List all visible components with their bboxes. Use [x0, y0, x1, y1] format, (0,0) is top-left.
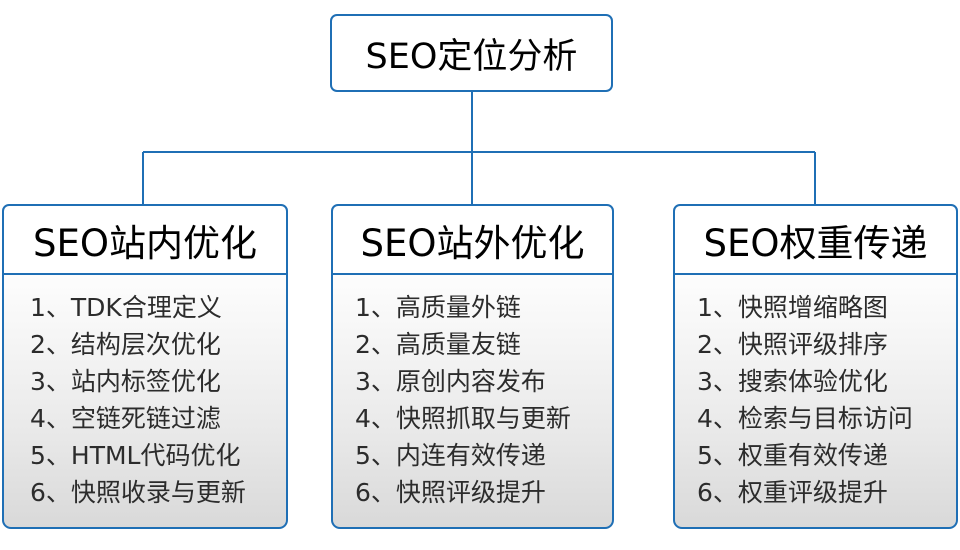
- branch-column-1: SEO站内优化 1、TDK合理定义 2、结构层次优化 3、站内标签优化 4、空链…: [2, 204, 288, 529]
- branch-1-item-list: 1、TDK合理定义 2、结构层次优化 3、站内标签优化 4、空链死链过滤 5、H…: [4, 289, 286, 511]
- list-item[interactable]: 6、快照收录与更新: [30, 478, 246, 507]
- branch-header-1-label: SEO站内优化: [33, 221, 257, 265]
- branch-header-1[interactable]: SEO站内优化: [2, 204, 288, 275]
- list-item[interactable]: 5、权重有效传递: [697, 441, 888, 470]
- branch-column-3: SEO权重传递 1、快照增缩略图 2、快照评级排序 3、搜索体验优化 4、检索与…: [673, 204, 958, 529]
- list-item[interactable]: 4、空链死链过滤: [30, 404, 221, 433]
- list-item[interactable]: 4、快照抓取与更新: [355, 404, 571, 433]
- branch-body-1: 1、TDK合理定义 2、结构层次优化 3、站内标签优化 4、空链死链过滤 5、H…: [2, 275, 288, 529]
- list-item[interactable]: 6、权重评级提升: [697, 478, 888, 507]
- branch-header-3[interactable]: SEO权重传递: [673, 204, 958, 275]
- branch-body-2: 1、高质量外链 2、高质量友链 3、原创内容发布 4、快照抓取与更新 5、内连有…: [331, 275, 614, 529]
- list-item[interactable]: 1、快照增缩略图: [697, 293, 888, 322]
- branch-column-2: SEO站外优化 1、高质量外链 2、高质量友链 3、原创内容发布 4、快照抓取与…: [331, 204, 614, 529]
- branch-3-item-list: 1、快照增缩略图 2、快照评级排序 3、搜索体验优化 4、检索与目标访问 5、权…: [675, 289, 956, 511]
- list-item[interactable]: 1、TDK合理定义: [30, 293, 222, 322]
- list-item[interactable]: 1、高质量外链: [355, 293, 521, 322]
- branch-header-2[interactable]: SEO站外优化: [331, 204, 614, 275]
- branch-header-3-label: SEO权重传递: [703, 221, 928, 265]
- list-item[interactable]: 2、结构层次优化: [30, 330, 221, 359]
- list-item[interactable]: 3、站内标签优化: [30, 367, 221, 396]
- branch-header-2-label: SEO站外优化: [360, 221, 585, 265]
- list-item[interactable]: 5、内连有效传递: [355, 441, 546, 470]
- branch-body-3: 1、快照增缩略图 2、快照评级排序 3、搜索体验优化 4、检索与目标访问 5、权…: [673, 275, 958, 529]
- root-node-title: SEO定位分析: [365, 36, 578, 77]
- root-node[interactable]: SEO定位分析: [330, 14, 613, 92]
- list-item[interactable]: 6、快照评级提升: [355, 478, 546, 507]
- list-item[interactable]: 5、HTML代码优化: [30, 441, 241, 470]
- list-item[interactable]: 3、原创内容发布: [355, 367, 546, 396]
- list-item[interactable]: 4、检索与目标访问: [697, 404, 913, 433]
- branch-2-item-list: 1、高质量外链 2、高质量友链 3、原创内容发布 4、快照抓取与更新 5、内连有…: [333, 289, 612, 511]
- list-item[interactable]: 2、快照评级排序: [697, 330, 888, 359]
- list-item[interactable]: 2、高质量友链: [355, 330, 521, 359]
- list-item[interactable]: 3、搜索体验优化: [697, 367, 888, 396]
